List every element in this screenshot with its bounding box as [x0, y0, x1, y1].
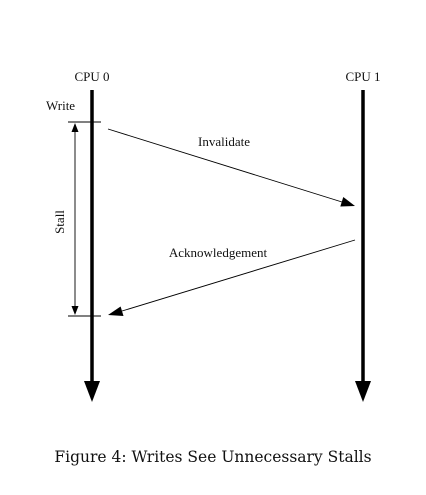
stall-duration-arrow: [71, 123, 79, 315]
cpu1-timeline: [355, 90, 371, 402]
cpu0-timeline: [84, 90, 100, 402]
cpu0-timeline-arrowhead: [84, 381, 100, 402]
cpu1-timeline-arrowhead: [355, 381, 371, 402]
invalidate-label: Invalidate: [198, 134, 250, 149]
stall-label: Stall: [52, 210, 67, 234]
invalidate-message-arrow: [107, 128, 355, 207]
acknowledgement-label: Acknowledgement: [169, 245, 268, 260]
figure-caption: Figure 4: Writes See Unnecessary Stalls: [54, 448, 372, 466]
cpu0-label: CPU 0: [74, 69, 109, 84]
write-label: Write: [46, 98, 75, 113]
acknowledgement-message-arrow: [108, 239, 356, 316]
cpu1-label: CPU 1: [345, 69, 380, 84]
